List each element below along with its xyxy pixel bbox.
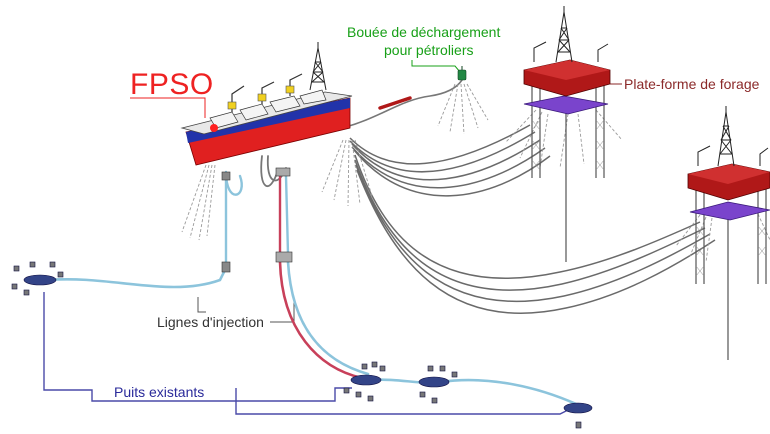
fpso-vessel [182,42,352,165]
platform-2-derrick [718,106,734,166]
platform-1-derrick [556,6,572,62]
connector-box-fpso [222,172,230,180]
drilling-platform-2 [688,106,770,360]
buoy-leader [412,60,460,72]
buoy-label-line2: pour pétroliers [384,42,474,58]
subsea-well-icon [12,168,592,428]
injection-line-blue [288,262,368,374]
injection-line-red [280,262,362,378]
connector-box-pair [276,168,290,176]
riser-to-buoy [342,80,462,128]
flowline-left-well [48,268,226,287]
fpso-label: FPSO [130,68,214,102]
well-manifold-right [419,366,457,403]
subsea-flowlines [48,262,576,404]
fpso-red-beacon [210,124,218,132]
drilling-platform-1 [524,6,610,262]
injection-lines-label: Lignes d'injection [157,314,264,330]
riser-gray-a [261,156,278,186]
connector-box-center [276,252,292,262]
platform-1-cranes [534,42,608,62]
drilling-platform-label: Plate-forme de forage [624,76,759,92]
buoy-label-line1: Bouée de déchargement [347,24,500,40]
existing-wells-label: Puits existants [114,384,204,400]
buoy-icon [458,66,466,80]
riser-pair-gray [286,176,288,254]
derrick-icon [310,42,326,90]
well-far-right [564,403,592,428]
flowline-manifold-chain [370,380,576,404]
connector-box-left [222,262,230,272]
well-left [12,262,63,295]
injection-leader-left [198,297,206,312]
